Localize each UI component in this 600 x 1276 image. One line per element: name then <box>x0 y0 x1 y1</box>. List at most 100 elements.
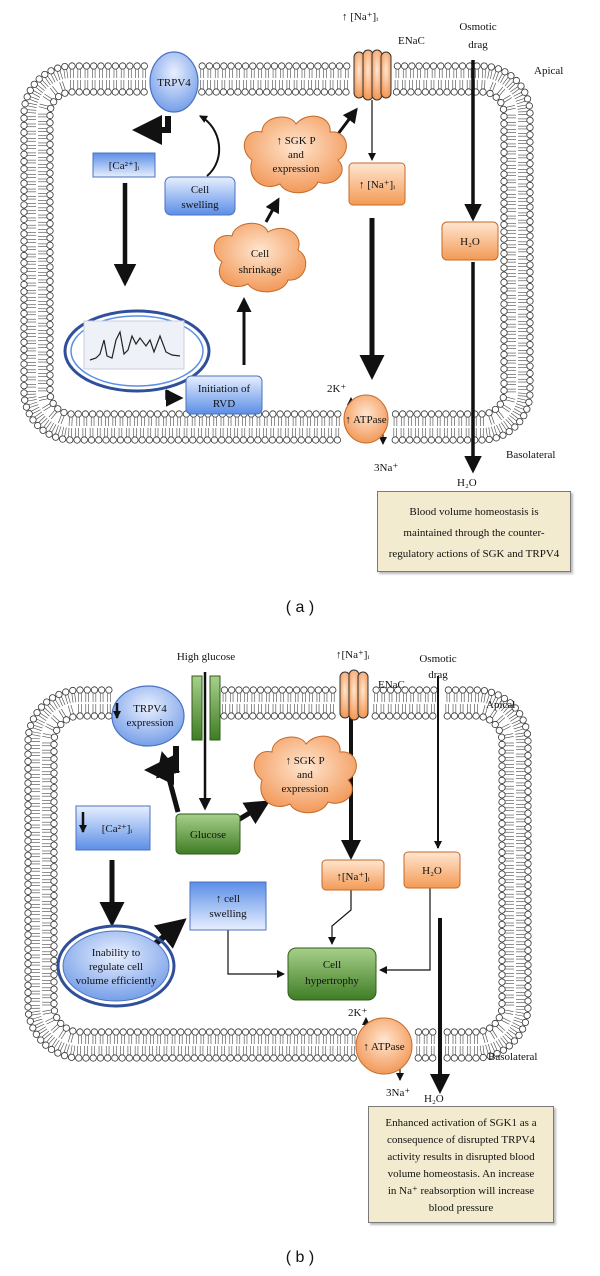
lipid-head <box>50 978 58 986</box>
lipid-tail <box>493 1041 498 1051</box>
na3-label: 3Na⁺ <box>374 462 398 474</box>
lipid-head <box>46 357 54 365</box>
osmotic-label-b-1: Osmotic <box>419 653 456 665</box>
lipid-tail <box>513 1019 523 1024</box>
lipid-head <box>50 985 58 993</box>
lipid-tail <box>40 417 48 425</box>
rvd-label-2: RVD <box>213 398 235 410</box>
lipid-tail <box>42 736 52 739</box>
na-top-label: ↑ [Na⁺]ᵢ <box>342 11 378 23</box>
lipid-tail <box>67 694 71 704</box>
lipid-head <box>50 762 58 770</box>
lipid-head <box>507 72 515 80</box>
lipid-head <box>242 686 250 694</box>
lipid-head <box>429 1054 437 1062</box>
lipid-tail <box>43 1033 51 1040</box>
lipid-head <box>306 1028 314 1036</box>
lipid-head <box>263 712 271 720</box>
lipid-head <box>526 109 534 117</box>
lipid-head <box>33 709 41 717</box>
lipid-head <box>68 88 76 96</box>
lipid-tail <box>490 70 493 80</box>
lipid-head <box>526 355 534 363</box>
lipid-head <box>304 436 313 444</box>
lipid-tail <box>32 727 42 732</box>
lipid-head <box>57 720 65 729</box>
lipid-head <box>524 831 532 839</box>
lipid-tail <box>482 1034 486 1044</box>
lipid-head <box>451 686 460 694</box>
lipid-tail <box>45 726 54 731</box>
lipid-head <box>500 120 508 128</box>
lipid-head <box>29 1024 37 1032</box>
lipid-head <box>140 88 148 96</box>
lipid-tail <box>483 693 486 703</box>
lipid-head <box>20 273 28 281</box>
lipid-tail <box>491 696 496 706</box>
lipid-head <box>498 920 506 929</box>
lipid-head <box>46 234 54 242</box>
lipid-head <box>20 345 28 354</box>
inability-ellipse-outer <box>56 924 176 1008</box>
lipid-tail <box>43 419 50 428</box>
lipid-head <box>268 436 276 444</box>
lipid-tail <box>500 74 505 84</box>
lipid-head <box>526 333 534 341</box>
lipid-head <box>83 686 91 694</box>
lipid-head <box>524 845 532 853</box>
lipid-head <box>20 288 28 296</box>
lipid-head <box>285 62 293 70</box>
lipid-head <box>54 405 62 413</box>
lipid-tail <box>513 726 523 730</box>
lipid-head <box>270 62 279 70</box>
lipid-head <box>499 105 508 113</box>
lipid-head <box>42 1041 50 1049</box>
lipid-head <box>307 62 315 70</box>
lipid-head <box>37 703 46 711</box>
lipid-head <box>39 426 47 434</box>
lipid-tail <box>60 415 65 425</box>
lipid-head <box>234 1028 242 1036</box>
lipid-tail <box>27 396 37 399</box>
lipid-head <box>50 755 58 763</box>
lipid-head <box>74 410 82 418</box>
lipid-tail <box>53 72 58 82</box>
lipid-head <box>524 867 532 875</box>
lipid-head <box>20 317 28 325</box>
lipid-head <box>90 712 99 720</box>
lipid-head <box>24 757 32 766</box>
lipid-head <box>162 1028 170 1036</box>
note-a-line-3: regulatory actions of SGK and TRPV4 <box>388 548 560 560</box>
lipid-tail <box>498 423 504 433</box>
lipid-head <box>26 86 34 94</box>
lipid-head <box>82 62 91 70</box>
lipid-head <box>154 1054 162 1062</box>
na-box <box>348 162 406 206</box>
lipid-head <box>116 436 125 444</box>
lipid-tail <box>50 73 56 83</box>
glucose-box <box>175 813 241 855</box>
lipid-tail <box>27 105 37 108</box>
lipid-head <box>400 712 408 720</box>
lipid-head <box>43 698 51 706</box>
lipid-head <box>20 382 28 390</box>
lipid-head <box>248 88 256 96</box>
lipid-tail <box>50 411 58 420</box>
lipid-head <box>443 88 451 96</box>
lipid-head <box>465 712 473 720</box>
lipid-head <box>26 1017 34 1025</box>
trpv4-channel <box>149 51 199 113</box>
lipid-head <box>270 1028 278 1036</box>
lipid-head <box>498 956 506 965</box>
lipid-head <box>524 968 532 976</box>
lipid-head <box>498 848 506 857</box>
lipid-tail <box>501 723 510 729</box>
lipid-head <box>254 436 262 444</box>
lipid-head <box>46 299 54 307</box>
lipid-head <box>81 410 90 418</box>
lipid-tail <box>506 710 515 718</box>
lipid-head <box>494 65 502 73</box>
lipid-head <box>499 431 507 439</box>
lipid-tail <box>500 1037 507 1045</box>
lipid-head <box>297 436 305 444</box>
